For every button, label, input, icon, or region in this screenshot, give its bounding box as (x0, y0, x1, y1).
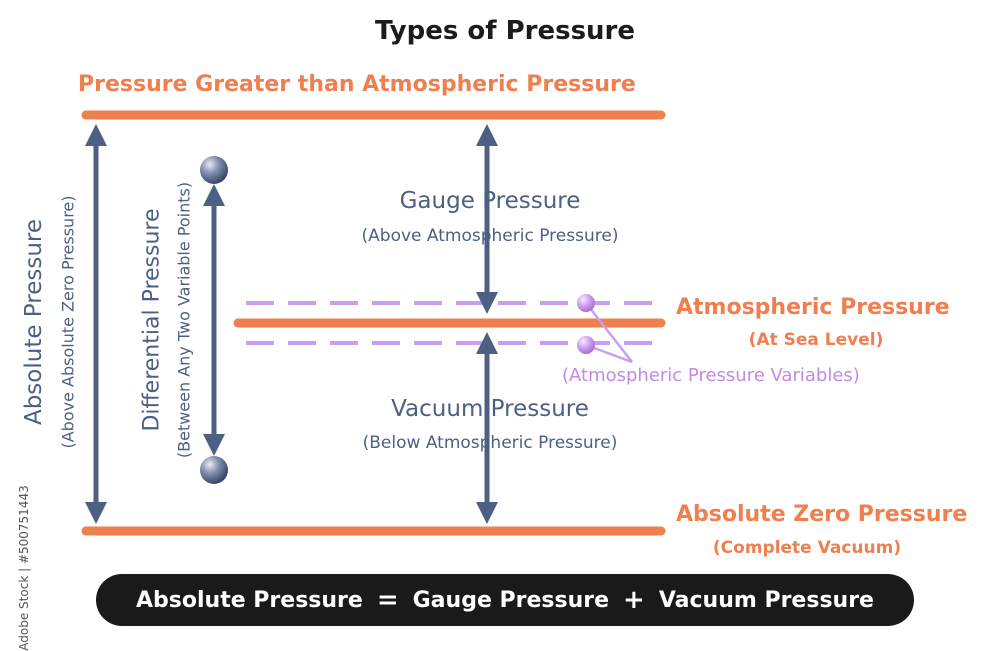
absolute-pressure-arrow (85, 124, 107, 524)
absolute-pressure-label: Absolute Pressure (21, 218, 47, 426)
atm-variables-label: (Atmospheric Pressure Variables) (562, 365, 860, 386)
vacuum-pressure-arrow (476, 332, 498, 524)
vacuum-pressure-sublabel: (Below Atmospheric Pressure) (362, 433, 618, 453)
watermark: Adobe Stock | #500751443 (17, 485, 31, 651)
absolute-zero-label: Absolute Zero Pressure (676, 502, 968, 527)
formula-plus: + (623, 585, 645, 615)
diagram-title: Types of Pressure (374, 16, 636, 46)
formula-term-absolute: Absolute Pressure (136, 587, 363, 613)
differential-point-top (200, 156, 228, 184)
atm-variable-ball-lower (577, 336, 595, 354)
atm-variable-pointer-upper (585, 302, 633, 363)
differential-pressure-sublabel: (Between Any Two Variable Points) (174, 181, 194, 459)
formula-term-gauge: Gauge Pressure (412, 587, 610, 613)
formula-equals: = (376, 585, 399, 615)
atmospheric-pressure-sublabel: (At Sea Level) (748, 330, 884, 350)
formula-banner: Absolute Pressure = Gauge Pressure + Vac… (96, 574, 914, 626)
gauge-pressure-arrow (476, 124, 498, 314)
differential-point-bottom (200, 456, 228, 484)
absolute-zero-sublabel: (Complete Vacuum) (712, 538, 902, 558)
absolute-pressure-sublabel: (Above Absolute Zero Pressure) (58, 195, 78, 449)
differential-pressure-label: Differential Pressure (139, 208, 165, 432)
vacuum-pressure-label: Vacuum Pressure (391, 396, 589, 422)
atm-variable-ball-upper (577, 294, 595, 312)
greater-than-atm-label: Pressure Greater than Atmospheric Pressu… (78, 72, 636, 97)
atmospheric-pressure-label: Atmospheric Pressure (676, 295, 950, 320)
formula-term-vacuum: Vacuum Pressure (658, 587, 874, 613)
gauge-pressure-sublabel: (Above Atmospheric Pressure) (361, 226, 619, 246)
differential-pressure-arrow (203, 184, 225, 456)
gauge-pressure-label: Gauge Pressure (399, 188, 581, 214)
